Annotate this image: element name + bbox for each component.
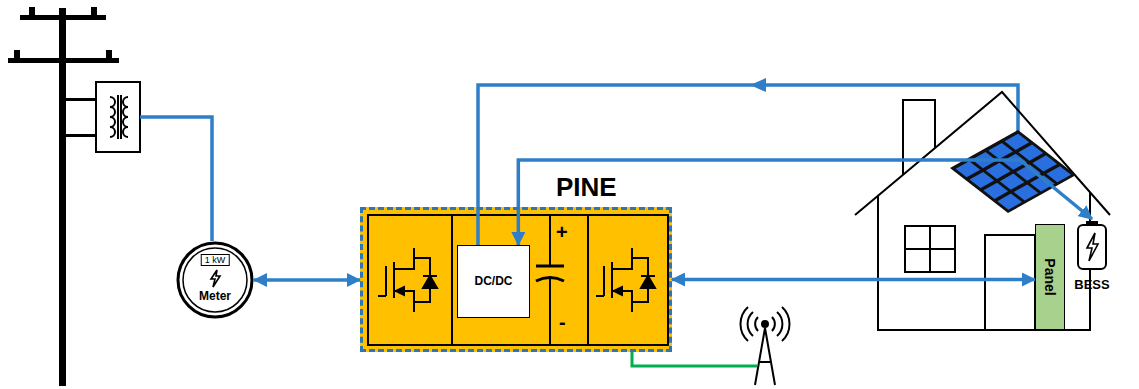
- pole-crossarm: [8, 58, 119, 63]
- solar-panel-frame: [950, 130, 1076, 213]
- mosfet-drain: [612, 248, 632, 269]
- antenna-symbol: [740, 307, 789, 385]
- solar-cell-grid: [988, 143, 1013, 159]
- diode-symbol: [423, 276, 437, 288]
- mosfet-gate-lead: [378, 295, 386, 297]
- capacitor-lead: [549, 278, 551, 345]
- meter-label: Meter: [199, 290, 231, 304]
- diode-bar: [641, 275, 655, 277]
- battery-body: [1078, 225, 1106, 269]
- mosfet-symbol: [596, 248, 655, 312]
- polarity-label: +: [556, 222, 568, 242]
- solar-panel: [950, 130, 1076, 213]
- pole-bracket: [66, 134, 96, 137]
- bess-label: BESS: [1074, 278, 1109, 293]
- solar-cell-grid: [1046, 166, 1071, 182]
- antenna-mast: [755, 328, 775, 385]
- lightning-symbol: [211, 270, 220, 287]
- dc-bus-line: [452, 344, 588, 346]
- capacitor-lead: [549, 215, 551, 266]
- house-outline: [855, 92, 1110, 330]
- pole-insulator: [106, 50, 112, 59]
- antenna-brace: [759, 361, 771, 363]
- transformer-core: [120, 95, 122, 139]
- solar-cell-grid: [956, 161, 981, 177]
- bess-node: BESS: [1070, 219, 1114, 293]
- utility-pole: [8, 7, 119, 386]
- pole-insulator: [14, 50, 20, 59]
- dcdc-box: DC/DC: [457, 245, 530, 318]
- battery-symbol: [1070, 219, 1114, 273]
- mosfet-channel: [393, 262, 395, 298]
- converter-stage-box: [588, 215, 668, 345]
- power-connector: [672, 278, 1035, 282]
- solar-cell-grid: [986, 163, 1011, 179]
- converter-stage-box: [368, 215, 452, 345]
- pole-insulator: [91, 7, 97, 16]
- pole-mast: [59, 8, 66, 386]
- pole-insulator: [29, 7, 35, 16]
- mosfet-channel: [611, 262, 613, 298]
- converter-box: PINEDC/DC: [360, 207, 672, 352]
- meter-ring: [178, 243, 252, 317]
- house-chimney: [903, 100, 935, 175]
- house-window: [905, 248, 955, 250]
- pole-bracket: [66, 98, 96, 101]
- solar-cell-grid: [1005, 134, 1030, 150]
- solar-cell-grid: [1014, 184, 1039, 200]
- meter-reading: 1 kW: [201, 254, 230, 266]
- solar-cell-grid: [956, 134, 1071, 210]
- converter-title: PINE: [556, 173, 617, 203]
- diode-symbol: [641, 276, 655, 288]
- transformer-case: [96, 82, 140, 152]
- house-walls: [878, 192, 1090, 330]
- comm-wire: [632, 352, 757, 366]
- mosfet-symbol: [378, 248, 437, 312]
- transformer-coil: [123, 97, 128, 137]
- mosfet-gate: [385, 266, 387, 296]
- solar-cell-grid: [997, 194, 1022, 210]
- mosfet-drain: [394, 248, 414, 269]
- capacitor-plate: [536, 265, 564, 268]
- meter-outline: [176, 241, 254, 319]
- panel-box: Panel: [1035, 224, 1065, 330]
- antenna-wave: [772, 307, 790, 341]
- pv-wire-arrow: [750, 78, 766, 92]
- meter-ring: [183, 248, 247, 312]
- panel-label: Panel: [1042, 258, 1058, 295]
- solar-cell-grid: [983, 183, 1008, 199]
- solar-cell-grid: [1032, 155, 1057, 171]
- service-wire: [140, 117, 212, 241]
- diode-bar: [423, 275, 437, 277]
- power-connector: [518, 160, 1092, 245]
- house-door: [985, 235, 1035, 330]
- power-connector: [254, 278, 360, 282]
- polarity-label: -: [559, 312, 566, 332]
- solar-cell-grid: [970, 172, 995, 188]
- dcdc-label: DC/DC: [475, 275, 513, 289]
- meter-node: 1 kW Meter: [176, 241, 254, 319]
- mosfet-arrow: [614, 287, 622, 295]
- solar-cell-grid: [1019, 145, 1044, 161]
- transformer-core: [117, 95, 119, 139]
- house-roof: [855, 92, 1110, 215]
- house-window: [905, 226, 955, 272]
- antenna-tip: [762, 321, 768, 327]
- transformer-coil: [110, 97, 115, 137]
- transformer-symbol: [96, 82, 140, 152]
- pv-wire: [478, 85, 1018, 245]
- solar-cell-grid: [1000, 174, 1025, 190]
- converter-fill: [360, 207, 672, 352]
- mosfet-arrow: [396, 287, 404, 295]
- mosfet-gate-lead: [596, 295, 604, 297]
- antenna-wave: [740, 307, 758, 341]
- lightning-symbol: [1087, 233, 1098, 261]
- mosfet-gate: [603, 266, 605, 296]
